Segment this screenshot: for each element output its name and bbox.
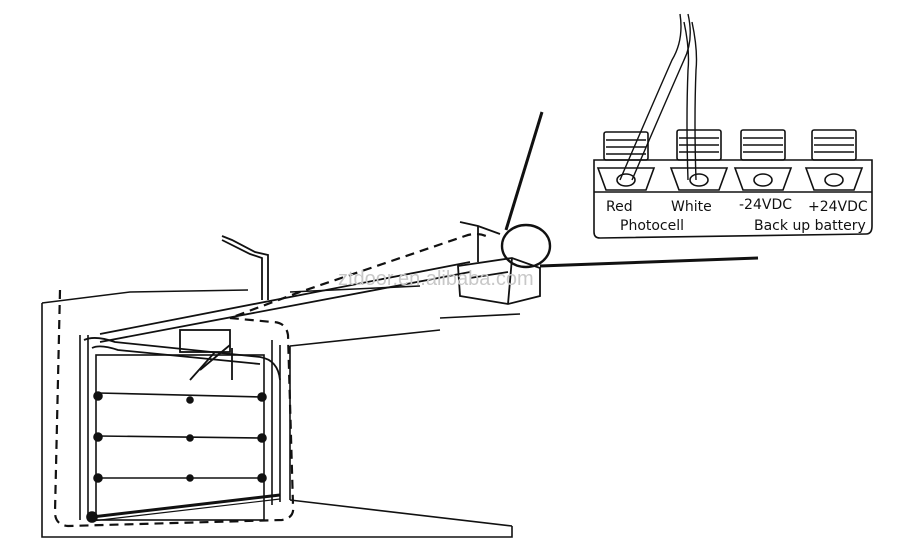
input-wires xyxy=(619,13,698,181)
group-label-battery: Back up battery xyxy=(754,218,866,234)
dashed-outline xyxy=(53,232,487,528)
opener-rail xyxy=(83,221,541,381)
terminal-label-neg-24vdc: -24VDC xyxy=(739,197,792,213)
group-label-photocell: Photocell xyxy=(620,218,684,234)
terminal-white xyxy=(669,129,729,191)
terminal-label-red: Red xyxy=(606,199,633,215)
terminal-pos-24vdc xyxy=(804,129,864,191)
terminal-label-pos-24vdc: +24VDC xyxy=(808,199,868,215)
pointer-line-upper xyxy=(504,111,544,231)
terminal-neg-24vdc xyxy=(733,129,793,191)
pointer-line-lower xyxy=(539,256,759,268)
terminal-red xyxy=(596,131,656,191)
terminal-label-white: White xyxy=(671,199,712,215)
terminal-highlight-circle xyxy=(500,223,552,269)
garage-door xyxy=(79,335,281,523)
watermark: ztdoor.en.alibaba.com xyxy=(338,268,534,290)
terminal-block xyxy=(593,129,873,239)
